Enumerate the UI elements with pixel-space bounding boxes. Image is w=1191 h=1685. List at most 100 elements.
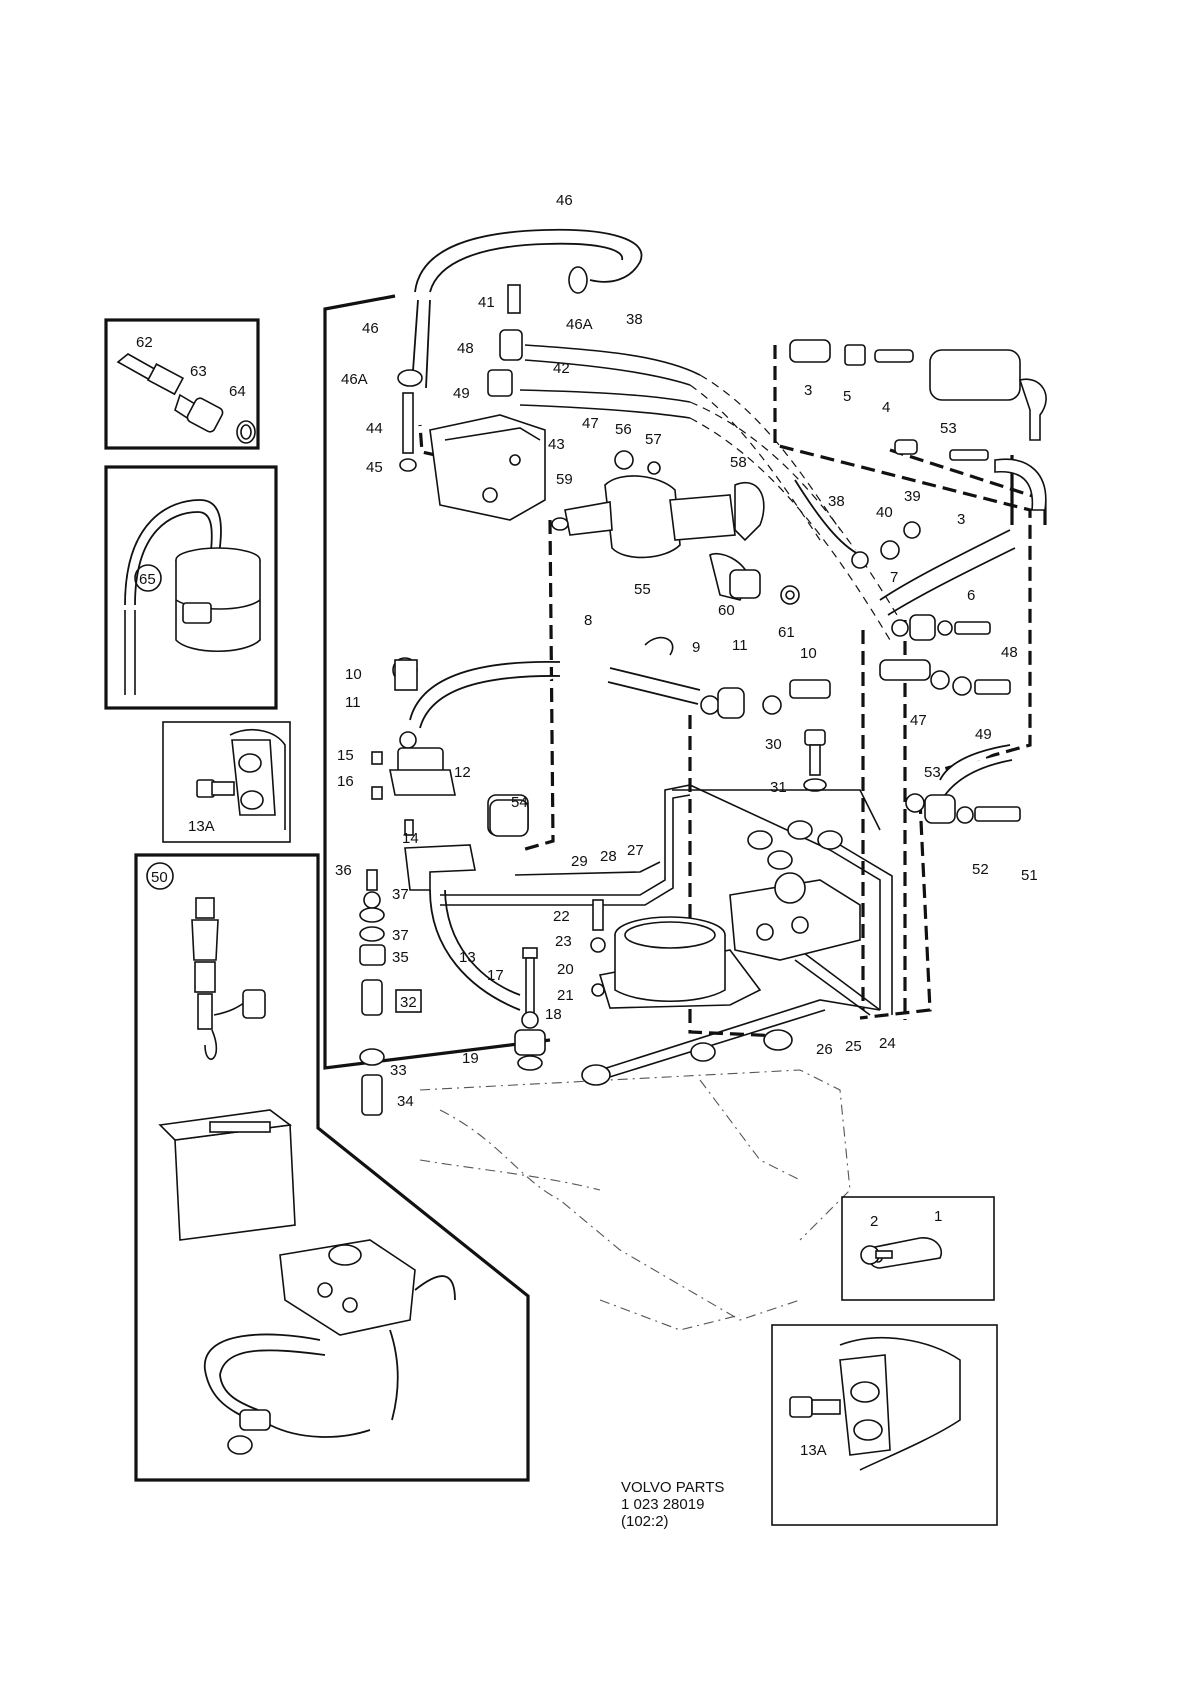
- label-44: 44: [366, 420, 383, 437]
- inset-13A-small: 13A: [162, 721, 291, 843]
- label-42: 42: [553, 360, 570, 377]
- label-15: 15: [337, 747, 354, 764]
- label-11: 11: [345, 694, 361, 711]
- label-32: 32: [400, 994, 417, 1011]
- injector-column[interactable]: [359, 747, 529, 1116]
- label-13A: 13A: [188, 818, 215, 835]
- footer-line-1: VOLVO PARTS: [621, 1479, 724, 1496]
- label-39: 39: [904, 488, 921, 505]
- label-5: 5: [843, 388, 851, 405]
- label-4: 4: [882, 399, 890, 416]
- label-62: 62: [136, 334, 153, 351]
- label-1: 1: [934, 1208, 942, 1225]
- label-51: 51: [1021, 867, 1038, 884]
- label-3: 3: [804, 382, 812, 399]
- label-21: 21: [557, 987, 574, 1004]
- label-63: 63: [190, 363, 207, 380]
- inset-50: 50: [134, 853, 530, 1482]
- label-25: 25: [845, 1038, 862, 1055]
- footer-line-2: 1 023 28019: [621, 1496, 704, 1513]
- label-36: 36: [335, 862, 352, 879]
- label-29: 29: [571, 853, 588, 870]
- label-48: 48: [1001, 644, 1018, 661]
- label-54: 54: [511, 794, 528, 811]
- label-47: 47: [582, 415, 599, 432]
- label-46A: 46A: [341, 371, 368, 388]
- label-46: 46: [362, 320, 379, 337]
- label-35: 35: [392, 949, 409, 966]
- fuel-lines-24-29[interactable]: [440, 784, 893, 1086]
- engine-block-outline: [419, 1069, 851, 1331]
- label-38: 38: [626, 311, 643, 328]
- label-18: 18: [545, 1006, 562, 1023]
- label-65: 65: [139, 571, 156, 588]
- label-37: 37: [392, 886, 409, 903]
- bolt-17-19[interactable]: [514, 947, 546, 1071]
- label-26: 26: [816, 1041, 833, 1058]
- label-2: 2: [870, 1213, 878, 1230]
- label-57: 57: [645, 431, 662, 448]
- label-6: 6: [967, 587, 975, 604]
- label-34: 34: [397, 1093, 414, 1110]
- inset-62-64: 62 63 64: [104, 318, 260, 450]
- label-40: 40: [876, 504, 893, 521]
- label-60: 60: [718, 602, 735, 619]
- injector-pipes[interactable]: [672, 729, 881, 870]
- label-30: 30: [765, 736, 782, 753]
- label-58: 58: [730, 454, 747, 471]
- label-10: 10: [800, 645, 817, 662]
- label-55: 55: [634, 581, 651, 598]
- label-53: 53: [940, 420, 957, 437]
- label-13A: 13A: [800, 1442, 827, 1459]
- footer-reference: VOLVO PARTS 1 023 28019 (102:2): [621, 1479, 724, 1530]
- label-14: 14: [402, 830, 419, 847]
- label-46: 46: [556, 192, 573, 209]
- label-17: 17: [487, 967, 504, 984]
- label-33: 33: [390, 1062, 407, 1079]
- label-22: 22: [553, 908, 570, 925]
- label-31: 31: [770, 779, 787, 796]
- right-fittings[interactable]: [851, 521, 1021, 824]
- fuel-distributor-20[interactable]: [590, 872, 861, 1009]
- callout-labels: 46 46 46A 46A 41 48 42 38 49 47 44 43 45…: [335, 192, 1038, 1110]
- label-47: 47: [910, 712, 927, 729]
- label-24: 24: [879, 1035, 896, 1052]
- main-assembly-outline: [323, 294, 1047, 1070]
- label-19: 19: [462, 1050, 479, 1067]
- air-valve-55[interactable]: [551, 450, 800, 605]
- label-11: 11: [732, 637, 748, 654]
- footer-line-3: (102:2): [621, 1513, 669, 1530]
- label-49: 49: [453, 385, 470, 402]
- fuel-filter[interactable]: [789, 339, 1047, 511]
- label-9: 9: [692, 639, 700, 656]
- hose-46[interactable]: [397, 228, 643, 389]
- label-46A: 46A: [566, 316, 593, 333]
- label-8: 8: [584, 612, 592, 629]
- label-41: 41: [478, 294, 495, 311]
- label-20: 20: [557, 961, 574, 978]
- label-10: 10: [345, 666, 362, 683]
- regulator-43[interactable]: [399, 284, 546, 521]
- hose-38-47[interactable]: [519, 344, 901, 641]
- hose-54[interactable]: [489, 799, 529, 837]
- inset-65: 65: [104, 465, 278, 710]
- label-56: 56: [615, 421, 632, 438]
- label-49: 49: [975, 726, 992, 743]
- label-38: 38: [828, 493, 845, 510]
- label-43: 43: [548, 436, 565, 453]
- label-53: 53: [924, 764, 941, 781]
- label-52: 52: [972, 861, 989, 878]
- label-13: 13: [459, 949, 476, 966]
- hose-8[interactable]: [392, 636, 831, 749]
- label-37: 37: [392, 927, 409, 944]
- label-3: 3: [957, 511, 965, 528]
- label-64: 64: [229, 383, 246, 400]
- label-16: 16: [337, 773, 354, 790]
- label-45: 45: [366, 459, 383, 476]
- inset-13A-large: 13A: [771, 1324, 998, 1526]
- boxed-label-32: 32: [395, 989, 422, 1013]
- label-48: 48: [457, 340, 474, 357]
- inset-tag: 2 1: [841, 1196, 995, 1301]
- label-50: 50: [151, 869, 168, 886]
